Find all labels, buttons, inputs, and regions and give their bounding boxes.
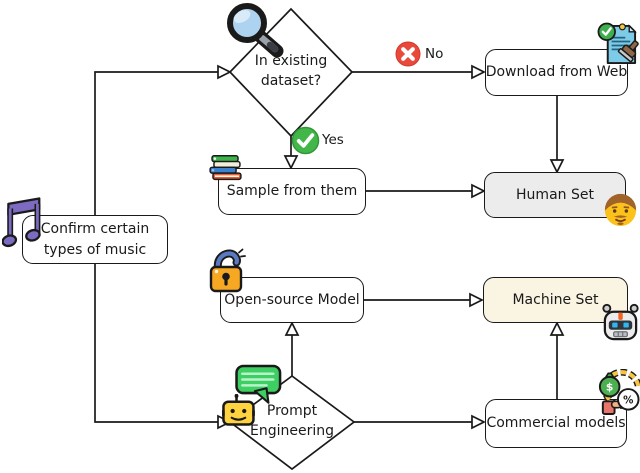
node-label: dataset? [260, 72, 322, 89]
arrowhead [471, 414, 486, 430]
arrowhead [217, 64, 232, 80]
chat-robot-icon [222, 364, 282, 426]
arrowhead [549, 321, 565, 336]
node-machine-set: Machine Set [483, 277, 628, 323]
books-icon [209, 155, 242, 181]
edge-label-no: No [425, 46, 444, 62]
node-confirm: Confirm certain types of music [22, 215, 168, 264]
node-label: Commercial models [486, 415, 626, 432]
chat-bubble-icon [235, 364, 282, 404]
node-label: Open-source Model [224, 291, 360, 308]
arrowhead [284, 321, 300, 336]
edge-label-yes: Yes [322, 132, 344, 148]
node-download-from-web: Download from Web [485, 49, 628, 96]
node-label: Confirm certain [40, 221, 150, 238]
edge-confirm-to-prompt [94, 264, 218, 423]
node-label: Sample from them [226, 183, 358, 200]
node-human-set: Human Set [484, 172, 626, 218]
arrowhead [471, 183, 486, 199]
money-commerce-icon: $ % [598, 369, 640, 415]
node-label: Human Set [516, 186, 594, 203]
magnifier-icon [227, 3, 284, 57]
node-label: In existing [254, 53, 328, 69]
music-note-icon [2, 197, 41, 248]
node-label: Machine Set [512, 291, 599, 308]
arrowhead [471, 64, 486, 80]
node-label: Engineering [250, 422, 334, 439]
stamped-document-icon [597, 22, 639, 65]
man-face-icon [604, 193, 637, 227]
arrowhead [283, 155, 299, 170]
node-open-source-model: Open-source Model [220, 277, 364, 323]
node-in-existing-dataset: In existing dataset? [227, 52, 355, 91]
robot-head-icon [602, 303, 639, 341]
svg-text:%: % [623, 394, 633, 406]
check-circle-icon [291, 126, 320, 155]
node-prompt-engineering: Prompt Engineering [227, 402, 357, 441]
cross-circle-icon [395, 41, 421, 67]
edge-confirm-to-dataset [94, 71, 218, 215]
node-sample-from-them: Sample from them [218, 168, 366, 215]
arrowhead [549, 159, 565, 174]
node-label: Prompt [266, 403, 318, 419]
robot-face-icon [222, 394, 255, 426]
open-lock-icon [209, 248, 246, 293]
node-label: types of music [43, 241, 147, 258]
arrowhead [469, 292, 484, 308]
node-label: Download from Web [485, 64, 628, 81]
svg-text:$: $ [606, 381, 613, 394]
